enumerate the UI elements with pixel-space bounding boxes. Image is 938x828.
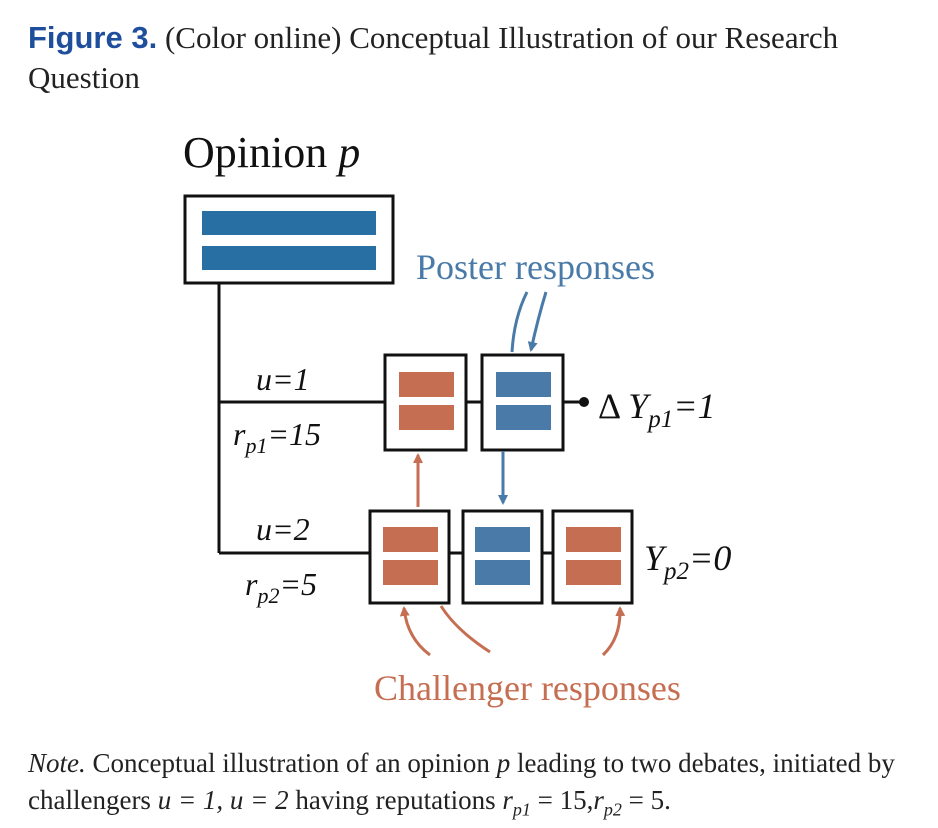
figure-label: Figure 3.	[28, 20, 158, 55]
figure-caption: Figure 3. (Color online) Conceptual Illu…	[28, 18, 918, 98]
note-label: Note.	[28, 748, 86, 778]
debate1-end-dot	[579, 397, 589, 407]
debate2-u-label: u=2	[256, 511, 310, 547]
opinion-title: Opinion p	[183, 128, 360, 177]
figure-note: Note. Conceptual illustration of an opin…	[28, 748, 895, 820]
debate2-challenger-response-2	[551, 509, 634, 605]
poster-arrow-2	[527, 291, 548, 352]
challenger-arrow-3	[601, 606, 626, 657]
challenger-responses-label: Challenger responses	[374, 668, 681, 708]
debate1-poster-response	[480, 353, 565, 452]
debate1-challenger-response	[383, 353, 468, 452]
debate2-challenger-response-1	[368, 509, 451, 605]
debate1-u-label: u=1	[256, 361, 310, 397]
challenger-arrow-2	[399, 606, 431, 657]
opinion-box	[183, 194, 395, 285]
challenger-line	[439, 605, 491, 654]
poster-arrow-1	[510, 291, 529, 353]
debate1-outcome-label: Δ Yp1=1	[598, 386, 716, 433]
note-r1: rp1	[502, 785, 531, 820]
debate2-poster-response	[461, 509, 544, 605]
opinion-bar-top	[202, 211, 376, 235]
poster-responses-label: Poster responses	[416, 247, 655, 287]
debate2-outcome-label: Yp2=0	[644, 538, 731, 585]
caption-text: (Color online) Conceptual Illustration o…	[28, 20, 839, 95]
note-r2: rp2	[593, 785, 622, 820]
tree-connectors	[217, 283, 582, 555]
debate2-reputation-label: rp2=5	[245, 566, 317, 608]
opinion-bar-bottom	[202, 246, 376, 270]
debate1-reputation-label: rp1=15	[233, 416, 321, 458]
